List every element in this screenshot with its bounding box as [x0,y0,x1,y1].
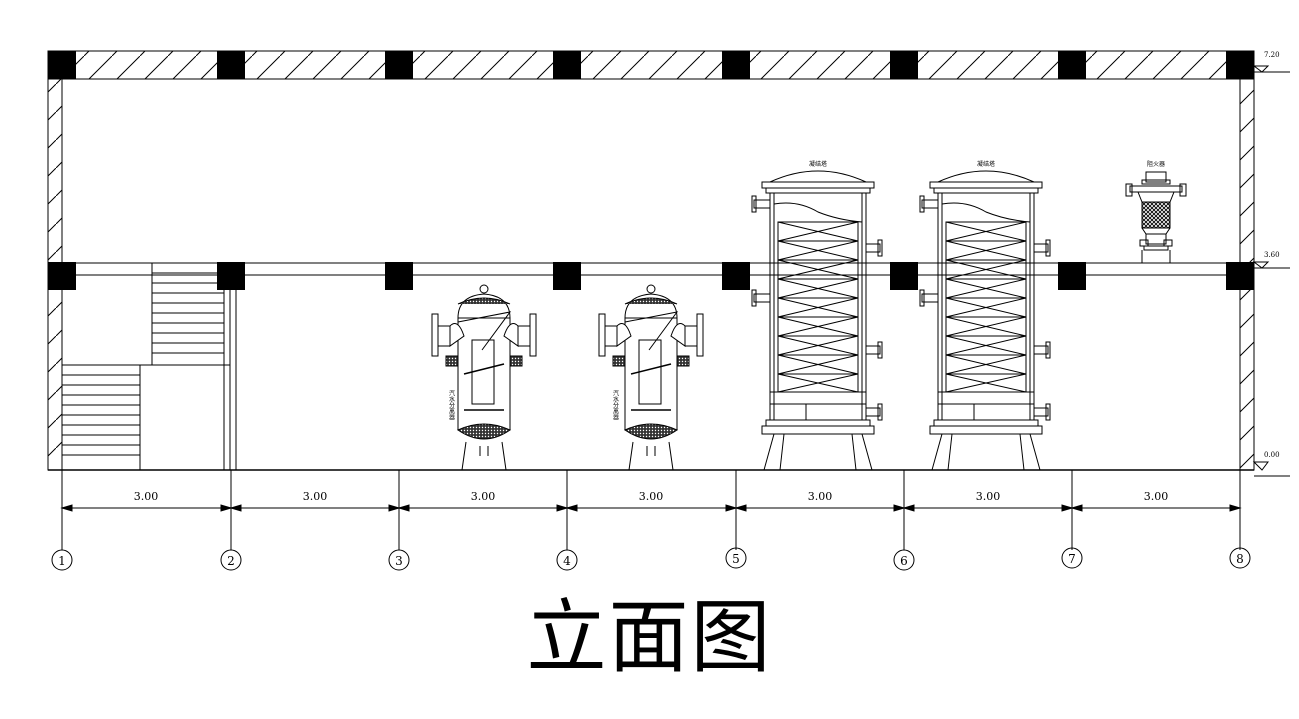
span-dimension: 3.00 [808,490,833,503]
axis-label: 3 [395,554,403,568]
column-roof [1058,51,1086,79]
axis-bubble [893,549,915,571]
tower-1-label: 凝结塔 [809,160,827,168]
span-dimension: 3.00 [976,490,1001,503]
columns [48,51,1254,290]
separator-2 [598,284,704,471]
axis-bubble [388,549,410,571]
stairs [61,262,237,471]
axis-label: 1 [58,554,66,568]
separator-1-label: 汽水分离器 [448,389,455,421]
axis-bubbles [51,547,1251,571]
elevation-label-000: 0.00 [1264,451,1280,459]
drawing-title: 立面图 [526,591,773,684]
elevation-mark-720 [1252,65,1270,73]
axis-bubble [51,549,73,571]
separator-1 [431,284,537,471]
column-floor [722,262,750,290]
column-roof [217,51,245,79]
span-dimension: 3.00 [639,490,664,503]
axis-label: 8 [1236,552,1244,566]
column-floor [553,262,581,290]
column-roof [385,51,413,79]
tower-2 [919,170,1051,471]
separator-2-label: 汽水分离器 [612,389,619,421]
axis-label: 7 [1068,552,1076,566]
tower-2-label: 凝结塔 [977,160,995,168]
roof-slab [47,50,1255,80]
column-floor [1226,262,1254,290]
span-dimension: 3.00 [303,490,328,503]
axis-label: 5 [732,552,740,566]
span-dimension: 3.00 [134,490,159,503]
flame-arrester [1125,171,1187,263]
column-floor [385,262,413,290]
flame-arrester-label: 阻火器 [1147,160,1165,168]
axis-bubble [556,549,578,571]
column-floor [1058,262,1086,290]
column-roof [48,51,76,79]
axis-label: 2 [227,554,235,568]
elevation-label-720: 7.20 [1264,51,1280,59]
column-floor [48,262,76,290]
axis-label: 6 [900,554,908,568]
dimension-line [60,470,1242,550]
elevation-marks [1252,65,1290,477]
column-roof [722,51,750,79]
axis-bubble [725,547,747,569]
axis-bubble [1229,547,1251,569]
axis-bubble [1061,547,1083,569]
axis-label: 4 [563,554,571,568]
axis-bubble [220,549,242,571]
span-dimension: 3.00 [1144,490,1169,503]
column-floor [890,262,918,290]
tower-1 [751,170,883,471]
elevation-label-360: 3.60 [1264,251,1280,259]
column-floor [217,262,245,290]
span-dimension: 3.00 [471,490,496,503]
column-roof [890,51,918,79]
column-roof [1226,51,1254,79]
elevation-mark-000 [1252,461,1269,471]
elevation-mark-360 [1252,261,1270,269]
column-roof [553,51,581,79]
